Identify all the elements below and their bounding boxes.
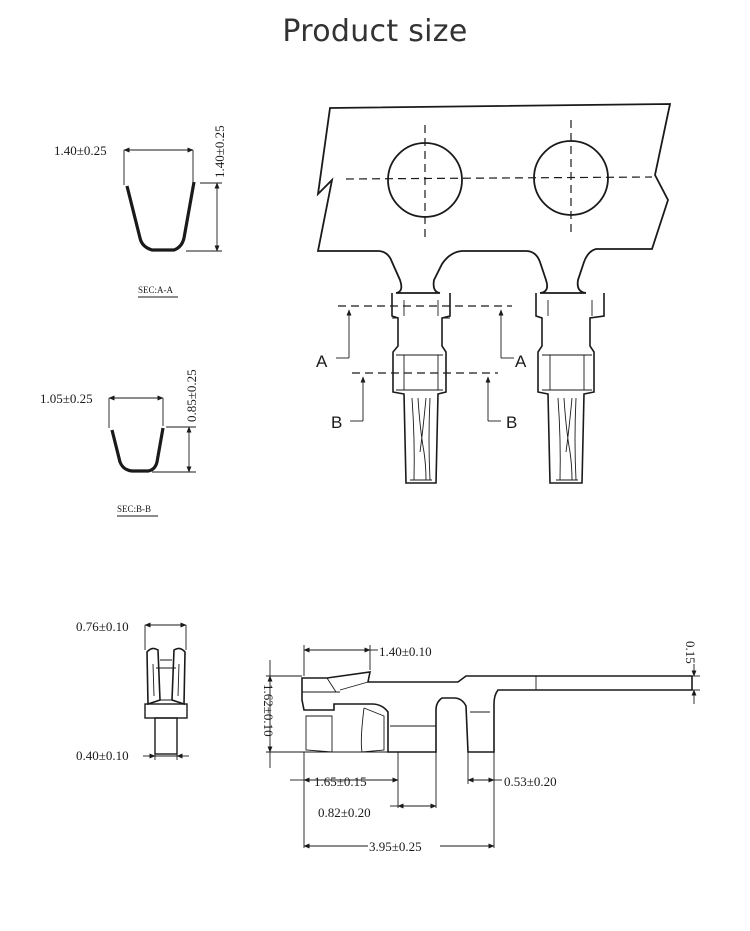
section-a-profile: [125, 181, 196, 252]
terminal-end-view: 0.76±0.10 0.40±0.10: [76, 619, 189, 763]
section-b-view: 1.05±0.25 0.85±0.25 SEC:B-B: [40, 369, 199, 517]
terminal-right: [535, 293, 605, 484]
side-thickness-dim: 0.15: [683, 641, 698, 664]
cut-label-a-right: A: [515, 352, 527, 371]
side-height-dim: 1.62±0.10: [261, 684, 276, 737]
end-view-top-dim: 0.76±0.10: [76, 619, 129, 634]
side-top-width-dim: 1.40±0.10: [379, 644, 432, 659]
side-crimp-dim: 1.65±0.15: [314, 774, 367, 789]
section-b-caption: SEC:B-B: [117, 504, 151, 514]
side-view-outline: [301, 671, 693, 753]
side-total-dim: 3.95±0.25: [369, 839, 422, 854]
section-a-height-dim: 1.40±0.25: [212, 125, 227, 178]
side-tab-dim: 0.53±0.20: [504, 774, 557, 789]
cut-label-a-left: A: [316, 352, 328, 371]
section-b-height-dim: 0.85±0.25: [184, 369, 199, 422]
end-view-bottom-dim: 0.40±0.10: [76, 748, 129, 763]
terminal-top-view: A A B B: [316, 103, 672, 484]
section-b-profile: [110, 427, 165, 473]
cut-label-b-left: B: [331, 413, 342, 432]
section-b-width-dim: 1.05±0.25: [40, 391, 93, 406]
section-a-caption: SEC:A-A: [138, 285, 174, 295]
terminal-left: [391, 293, 451, 484]
end-view-outline: [146, 647, 186, 706]
section-a-view: 1.40±0.25 1.40±0.25 SEC:A-A: [54, 125, 227, 298]
page-title: Product size: [282, 14, 468, 49]
section-a-width-dim: 1.40±0.25: [54, 143, 107, 158]
side-gap-dim: 0.82±0.20: [318, 805, 371, 820]
terminal-side-view: 1.40±0.10 1.62±0.10 0.15 1.65±0.15 0.82±…: [261, 641, 700, 854]
cut-label-b-right: B: [506, 413, 517, 432]
carrier-strip: [316, 103, 672, 294]
